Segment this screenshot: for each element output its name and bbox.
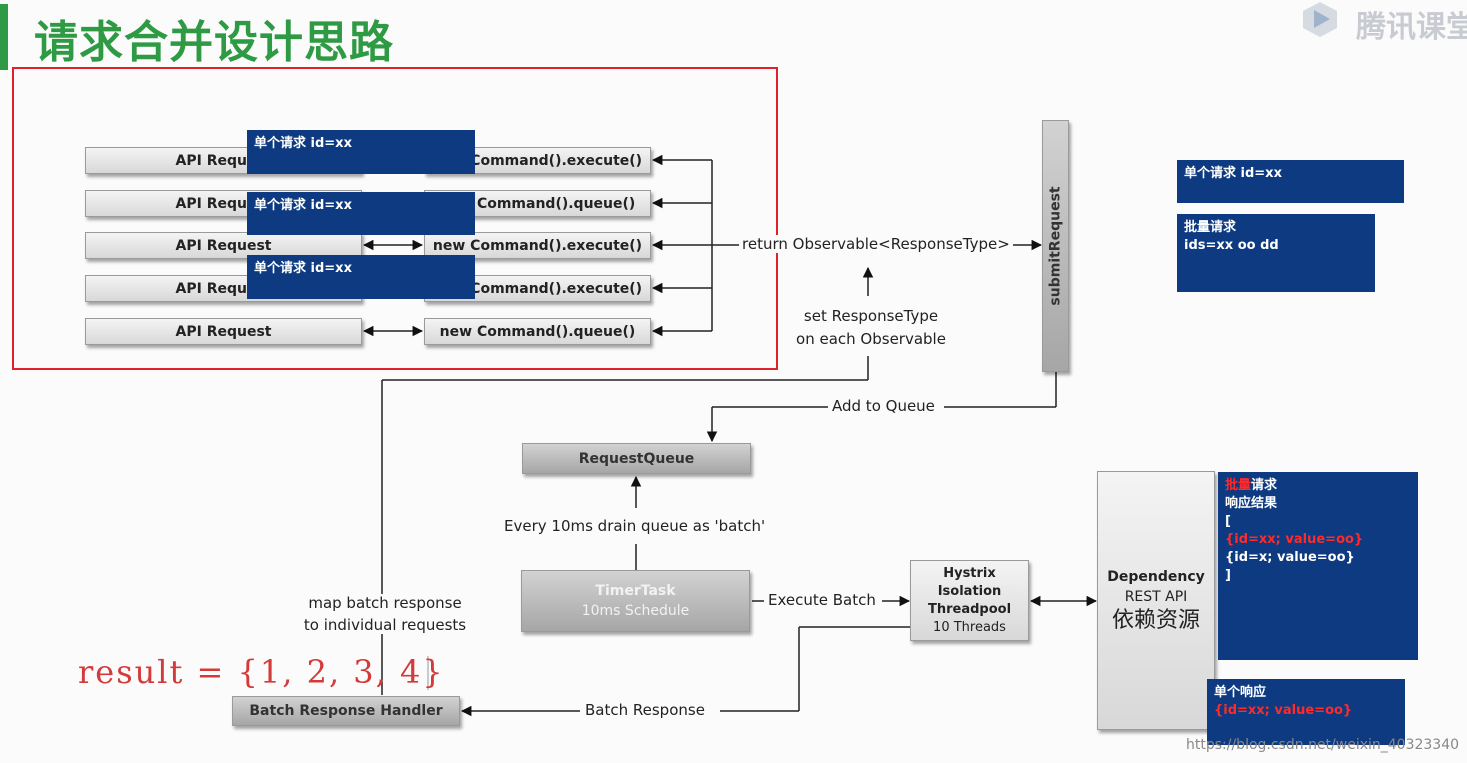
highlight-frame [12,67,778,370]
hystrix-box: Hystrix Isolation Threadpool 10 Threads [910,560,1029,641]
add-to-queue-label: Add to Queue [829,397,938,415]
watermark: https://blog.csdn.net/weixin_40323340 [1186,737,1460,753]
single-request-note: 单个请求 id=xx [247,130,475,174]
logo-text: 腾讯课堂 [1356,10,1467,45]
batch-result-highlight: 批量 [1225,478,1252,493]
hystrix-label: Hystrix [943,565,996,581]
batch-result-line: {id=x; value=oo} [1225,550,1355,565]
batch-request-ids: ids=xx oo dd [1184,238,1279,253]
submit-request-label: submitRequest [1047,186,1064,306]
page-title: 请求合并设计思路 [34,17,394,68]
single-response-value: {id=xx; value=oo} [1214,703,1353,718]
single-response-title: 单个响应 [1214,685,1267,700]
submit-request-box: submitRequest [1042,120,1069,372]
set-response-type-label: on each Observable [793,330,949,348]
dependency-box: Dependency REST API 依赖资源 [1097,471,1215,730]
batch-result-note: 批量请求 响应结果 [ {id=xx; value=oo} {id=x; val… [1218,472,1418,660]
single-request-note: 单个请求 id=xx [1177,160,1404,203]
timer-task-subtitle: 10ms Schedule [581,603,690,619]
batch-request-title: 批量请求 [1184,220,1237,235]
return-observable-label: return Observable<ResponseType> [739,235,1013,253]
map-batch-label: to individual requests [292,616,478,634]
hystrix-label: Threadpool [927,601,1012,617]
single-request-note: 单个请求 id=xx [247,192,475,235]
batch-response-handler-box: Batch Response Handler [232,696,460,726]
execute-batch-label: Execute Batch [765,591,879,609]
batch-result-line: ] [1225,568,1231,583]
request-queue-box: RequestQueue [522,443,751,474]
batch-result-line: [ [1225,514,1231,529]
map-batch-label: map batch response [292,594,478,612]
api-request-box: API Request [85,318,362,345]
set-response-type-label: set ResponseType [793,307,949,325]
command-box: new Command().queue() [424,318,651,345]
drain-queue-label: Every 10ms drain queue as 'batch' [501,517,769,535]
batch-result-highlight: {id=xx; value=oo} [1225,532,1364,547]
single-request-note: 单个请求 id=xx [247,255,475,299]
single-response-note: 单个响应 {id=xx; value=oo} [1207,679,1405,745]
timer-task-box: TimerTask 10ms Schedule [521,570,750,632]
play-logo-icon [1303,2,1337,37]
batch-request-note: 批量请求 ids=xx oo dd [1177,214,1375,292]
api-request-box: API Request [85,232,362,259]
batch-result-title: 请求 [1251,478,1278,493]
dependency-cn-label: 依赖资源 [1111,607,1200,633]
result-text: result = {1, 2, 3, 4} [78,653,445,691]
dependency-label: Dependency [1107,568,1205,585]
timer-task-title: TimerTask [595,583,676,599]
command-box: new Command().execute() [424,232,651,259]
batch-response-label: Batch Response [582,701,708,719]
batch-result-line: 响应结果 [1225,496,1278,511]
hystrix-threads-label: 10 Threads [933,619,1006,635]
dependency-rest-label: REST API [1124,588,1188,605]
hystrix-label: Isolation [937,583,1002,599]
title-accent-bar [0,4,8,70]
